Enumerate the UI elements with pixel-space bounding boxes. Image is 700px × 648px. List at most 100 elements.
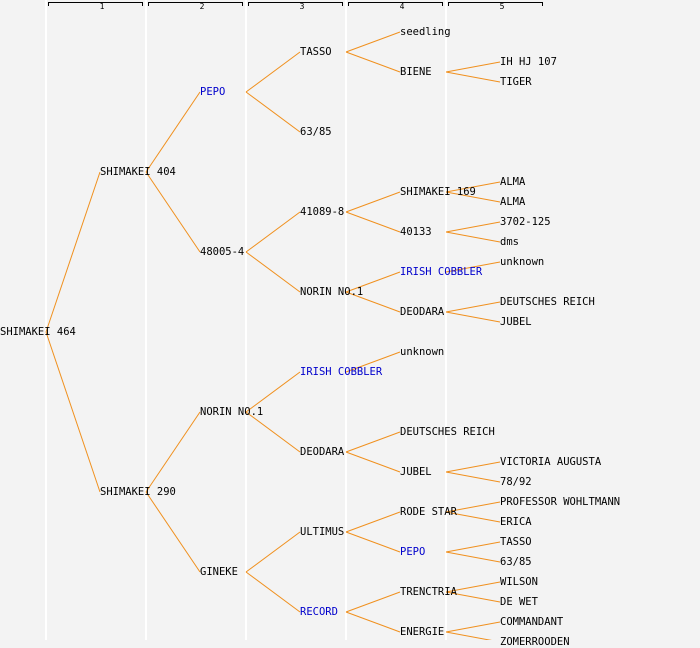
pedigree-node[interactable]: TASSO (300, 46, 332, 58)
pedigree-node[interactable]: 40133 (400, 226, 432, 238)
pedigree-node[interactable]: ERICA (500, 516, 532, 528)
column-separator (345, 0, 347, 640)
parent-link (445, 551, 501, 563)
parent-link (345, 351, 401, 373)
pedigree-node[interactable]: 41089-8 (300, 206, 345, 218)
column-separator (145, 0, 147, 640)
parent-link (445, 621, 501, 633)
parent-link (445, 71, 501, 83)
generation-label: 1 (99, 2, 105, 11)
parent-link (345, 531, 401, 553)
pedigree-node[interactable]: DEUTSCHES REICH (400, 426, 495, 438)
pedigree-node[interactable]: dms (500, 236, 519, 248)
generation-bracket (348, 2, 443, 6)
pedigree-node[interactable]: ALMA (500, 196, 526, 208)
generation-label: 4 (399, 2, 405, 11)
pedigree-node[interactable]: DEODARA (400, 306, 445, 318)
parent-link (245, 91, 301, 133)
parent-link (145, 171, 201, 253)
pedigree-node[interactable]: PROFESSOR WOHLTMANN (500, 496, 621, 508)
parent-link (245, 371, 301, 413)
parent-link (345, 591, 401, 613)
parent-link (445, 191, 501, 203)
pedigree-node[interactable]: 63/85 (300, 126, 332, 138)
parent-link (245, 51, 301, 93)
parent-link (345, 511, 401, 533)
generation-label: 3 (299, 2, 305, 11)
pedigree-node[interactable]: SHIMAKEI 404 (100, 166, 176, 178)
parent-link (345, 451, 401, 473)
pedigree-node[interactable]: JUBEL (400, 466, 432, 478)
pedigree-node[interactable]: JUBEL (500, 316, 532, 328)
pedigree-node[interactable]: SHIMAKEI 169 (400, 186, 476, 198)
pedigree-node[interactable]: SHIMAKEI 290 (100, 486, 176, 498)
parent-link (445, 231, 501, 243)
parent-link (445, 301, 501, 313)
parent-link (445, 261, 501, 273)
pedigree-node[interactable]: DEODARA (300, 446, 345, 458)
pedigree-node[interactable]: NORIN NO.1 (300, 286, 364, 298)
generation-label: 5 (499, 2, 505, 11)
pedigree-node[interactable]: ZOMERROODEN (500, 636, 570, 648)
generation-label: 2 (199, 2, 205, 11)
column-separator (445, 0, 447, 640)
pedigree-node[interactable]: RECORD (300, 606, 338, 618)
pedigree-node[interactable]: ENERGIE (400, 626, 445, 638)
parent-link (445, 471, 501, 483)
parent-link (345, 611, 401, 633)
pedigree-node[interactable]: unknown (400, 346, 445, 358)
pedigree-node[interactable]: 78/92 (500, 476, 532, 488)
parent-link (345, 211, 401, 233)
pedigree-node[interactable]: SHIMAKEI 464 (0, 326, 76, 338)
pedigree-node[interactable]: TIGER (500, 76, 532, 88)
parent-link (445, 541, 501, 553)
parent-link (345, 271, 401, 293)
pedigree-node[interactable]: seedling (400, 26, 451, 38)
pedigree-node[interactable]: WILSON (500, 576, 538, 588)
parent-link (245, 571, 301, 613)
pedigree-node[interactable]: NORIN NO.1 (200, 406, 264, 418)
pedigree-node[interactable]: GINEKE (200, 566, 238, 578)
parent-link (145, 491, 201, 573)
parent-link (345, 31, 401, 53)
parent-link (445, 501, 501, 513)
parent-link (245, 531, 301, 573)
parent-link (345, 191, 401, 213)
parent-link (345, 291, 401, 313)
parent-link (145, 411, 201, 493)
pedigree-node[interactable]: 63/85 (500, 556, 532, 568)
pedigree-node[interactable]: IH HJ 107 (500, 56, 557, 68)
parent-link (245, 411, 301, 453)
pedigree-node[interactable]: PEPO (200, 86, 226, 98)
pedigree-node[interactable]: COMMANDANT (500, 616, 564, 628)
parent-link (445, 61, 501, 73)
generation-bracket (448, 2, 543, 6)
parent-link (445, 631, 492, 640)
pedigree-node[interactable]: PEPO (400, 546, 426, 558)
pedigree-node[interactable]: BIENE (400, 66, 432, 78)
parent-link (45, 171, 101, 333)
generation-bracket (48, 2, 143, 6)
pedigree-node[interactable]: unknown (500, 256, 545, 268)
pedigree-node[interactable]: DEUTSCHES REICH (500, 296, 595, 308)
parent-link (445, 591, 501, 603)
parent-link (245, 251, 301, 293)
pedigree-node[interactable]: 3702-125 (500, 216, 551, 228)
pedigree-node[interactable]: IRISH COBBLER (300, 366, 383, 378)
pedigree-node[interactable]: DE WET (500, 596, 538, 608)
parent-link (445, 461, 501, 473)
pedigree-node[interactable]: TASSO (500, 536, 532, 548)
pedigree-node[interactable]: RODE STAR (400, 506, 457, 518)
pedigree-node[interactable]: TRENCTRIA (400, 586, 457, 598)
pedigree-node[interactable]: ALMA (500, 176, 526, 188)
pedigree-node[interactable]: VICTORIA AUGUSTA (500, 456, 602, 468)
parent-link (45, 331, 101, 493)
parent-link (445, 181, 501, 193)
pedigree-node[interactable]: ULTIMUS (300, 526, 345, 538)
pedigree-node[interactable]: 48005-4 (200, 246, 245, 258)
parent-link (145, 91, 201, 173)
parent-link (445, 221, 501, 233)
pedigree-node[interactable]: IRISH COBBLER (400, 266, 483, 278)
